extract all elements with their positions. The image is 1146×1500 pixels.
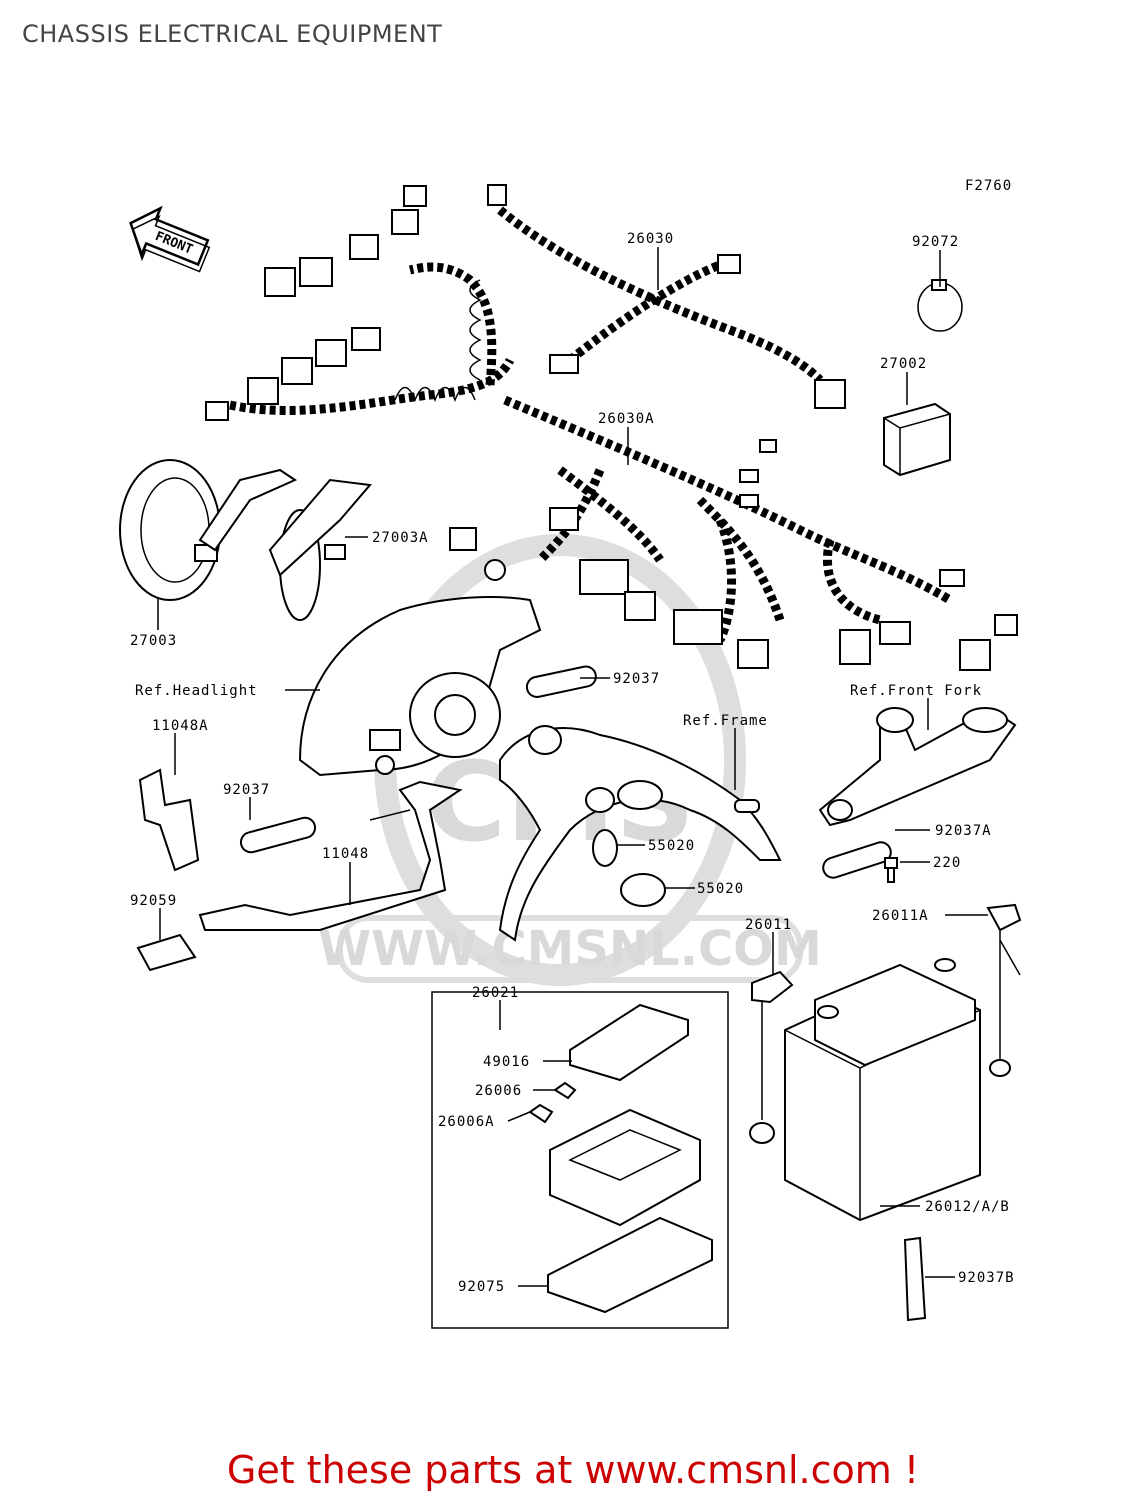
label-92037A: 92037A <box>935 823 992 839</box>
bracket-11048 <box>198 780 463 931</box>
grommet-b <box>620 873 666 907</box>
cable-tie <box>917 279 963 332</box>
bracket-strip-mid <box>239 816 317 854</box>
headlight-bracket <box>298 596 542 777</box>
page-title: CHASSIS ELECTRICAL EQUIPMENT <box>22 20 443 48</box>
front-arrow-icon: FRONT <box>129 205 211 273</box>
sub-wiring-harness <box>487 184 846 409</box>
horn-left <box>119 459 298 601</box>
battery-cable-positive <box>986 903 1022 1077</box>
label-55020-b: 55020 <box>697 881 744 897</box>
label-26030: 26030 <box>627 231 674 247</box>
relay <box>883 402 951 477</box>
fuse-box-group <box>431 991 729 1329</box>
label-26011: 26011 <box>745 917 792 933</box>
label-26006A: 26006A <box>438 1114 495 1130</box>
label-92075: 92075 <box>458 1279 505 1295</box>
label-11048: 11048 <box>322 846 369 862</box>
clip-11048A <box>138 768 200 872</box>
label-26006: 26006 <box>475 1083 522 1099</box>
label-92037-top: 92037 <box>613 671 660 687</box>
label-ref-frame: Ref.Frame <box>683 713 768 729</box>
battery-cable-negative <box>749 970 794 1144</box>
label-26021: 26021 <box>472 985 519 1001</box>
label-27002: 27002 <box>880 356 927 372</box>
strap-92037A <box>822 841 892 879</box>
bolt-220 <box>884 857 898 883</box>
label-27003A: 27003A <box>372 530 429 546</box>
label-92072: 92072 <box>912 234 959 250</box>
part-labels: 26030 92072 27002 26030A 27003A 27003 Re… <box>130 231 1015 1295</box>
watermark-url: WWW.CMSNL.COM <box>318 921 822 977</box>
label-ref-headlight: Ref.Headlight <box>135 683 258 699</box>
label-92037-mid: 92037 <box>223 782 270 798</box>
label-55020-a: 55020 <box>648 838 695 854</box>
label-220: 220 <box>933 855 961 871</box>
label-92037B: 92037B <box>958 1270 1015 1286</box>
battery <box>784 958 981 1222</box>
label-92059: 92059 <box>130 893 177 909</box>
grommet-a <box>592 829 618 867</box>
label-ref-front-fork: Ref.Front Fork <box>850 683 982 699</box>
label-26030A: 26030A <box>598 411 655 427</box>
horn-right <box>268 478 372 621</box>
label-27003: 27003 <box>130 633 177 649</box>
pad-92059 <box>136 933 197 972</box>
main-wiring-harness <box>205 185 1018 671</box>
front-fork-bridge <box>818 707 1017 827</box>
label-49016: 49016 <box>483 1054 530 1070</box>
figure-code: F2760 <box>965 178 1012 194</box>
footer-promo[interactable]: Get these parts at www.cmsnl.com ! <box>226 1448 920 1492</box>
frame-section <box>498 725 782 942</box>
leader-lines <box>157 247 988 1287</box>
label-11048A: 11048A <box>152 718 209 734</box>
strap-92037B <box>903 1236 927 1322</box>
bracket-strip-top <box>525 665 597 698</box>
label-26011A: 26011A <box>872 908 929 924</box>
label-26012: 26012/A/B <box>925 1199 1010 1215</box>
